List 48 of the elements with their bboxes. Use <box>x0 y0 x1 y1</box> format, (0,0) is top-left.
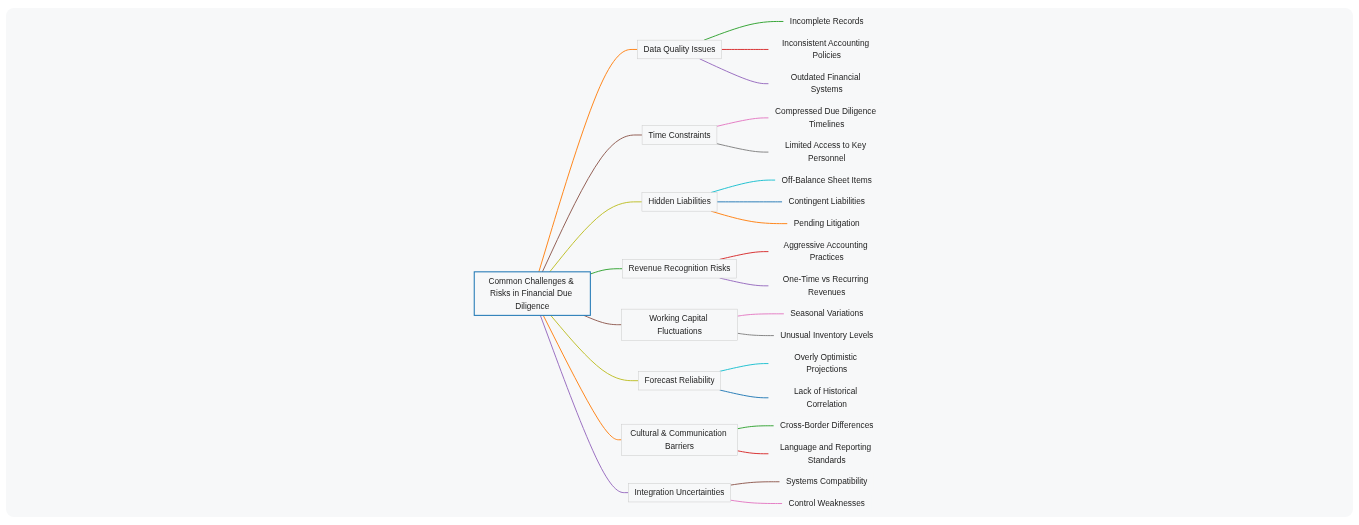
node-box: Hidden Liabilities <box>641 192 718 212</box>
connector <box>716 117 770 127</box>
node-text: Unusual Inventory Levels <box>780 330 874 340</box>
node-box: Forecast Reliability <box>638 371 721 391</box>
node-box: Common Challenges & Risks in Financial Due Diligence <box>473 271 591 316</box>
node-text: One-Time vs Recurring Revenues <box>782 274 869 297</box>
connector <box>538 49 638 273</box>
node-text: Inconsistent Accounting Policies <box>781 38 870 60</box>
node-text: Systems Compatibility <box>785 477 868 486</box>
node-box: Revenue Recognition Risks <box>622 259 737 279</box>
node-text: Seasonal Variations <box>790 309 864 318</box>
node-text: Lack of Historical Correlation <box>793 386 858 409</box>
connector <box>737 332 775 337</box>
connector <box>716 143 770 153</box>
node-box: Integration Uncertainties <box>628 483 731 503</box>
node-text: Contingent Liabilities <box>788 197 865 206</box>
node-text: Incomplete Records <box>789 16 864 26</box>
node-box: Working Capital Fluctuations <box>621 308 738 341</box>
connector <box>737 450 770 455</box>
connector <box>721 49 770 50</box>
connector <box>737 313 785 317</box>
connector <box>549 201 643 273</box>
connector <box>719 363 770 372</box>
node-box: Time Constraints <box>641 125 718 145</box>
connector <box>719 389 770 399</box>
node-text: Limited Access to Key Personnel <box>784 141 867 163</box>
node-text: Off-Balance Sheet Items <box>781 175 872 185</box>
node-text: Outdated Financial Systems <box>790 72 861 95</box>
connector <box>541 134 643 273</box>
node-text: Aggressive Accounting Practices <box>783 240 868 262</box>
node-text: Pending Litigation <box>793 218 860 228</box>
node-text: Overly Optimistic Projections <box>794 352 857 374</box>
node-text: Cross-Border Differences <box>780 421 874 430</box>
connector <box>542 314 622 441</box>
node-box: Data Quality Issues <box>637 39 722 60</box>
connector <box>737 425 775 430</box>
node-text: Language and Reporting Standards <box>779 442 872 465</box>
connector <box>716 201 783 203</box>
node-text: Control Weaknesses <box>788 498 865 508</box>
connector <box>539 314 629 494</box>
node-box: Cultural & Communication Barriers <box>621 423 738 456</box>
connector <box>589 268 623 275</box>
connector <box>730 481 781 486</box>
node-text: Compressed Due Diligence Timelines <box>775 107 877 129</box>
connector <box>699 58 770 85</box>
connector <box>703 21 785 41</box>
connector <box>730 499 783 504</box>
connector <box>550 314 639 382</box>
